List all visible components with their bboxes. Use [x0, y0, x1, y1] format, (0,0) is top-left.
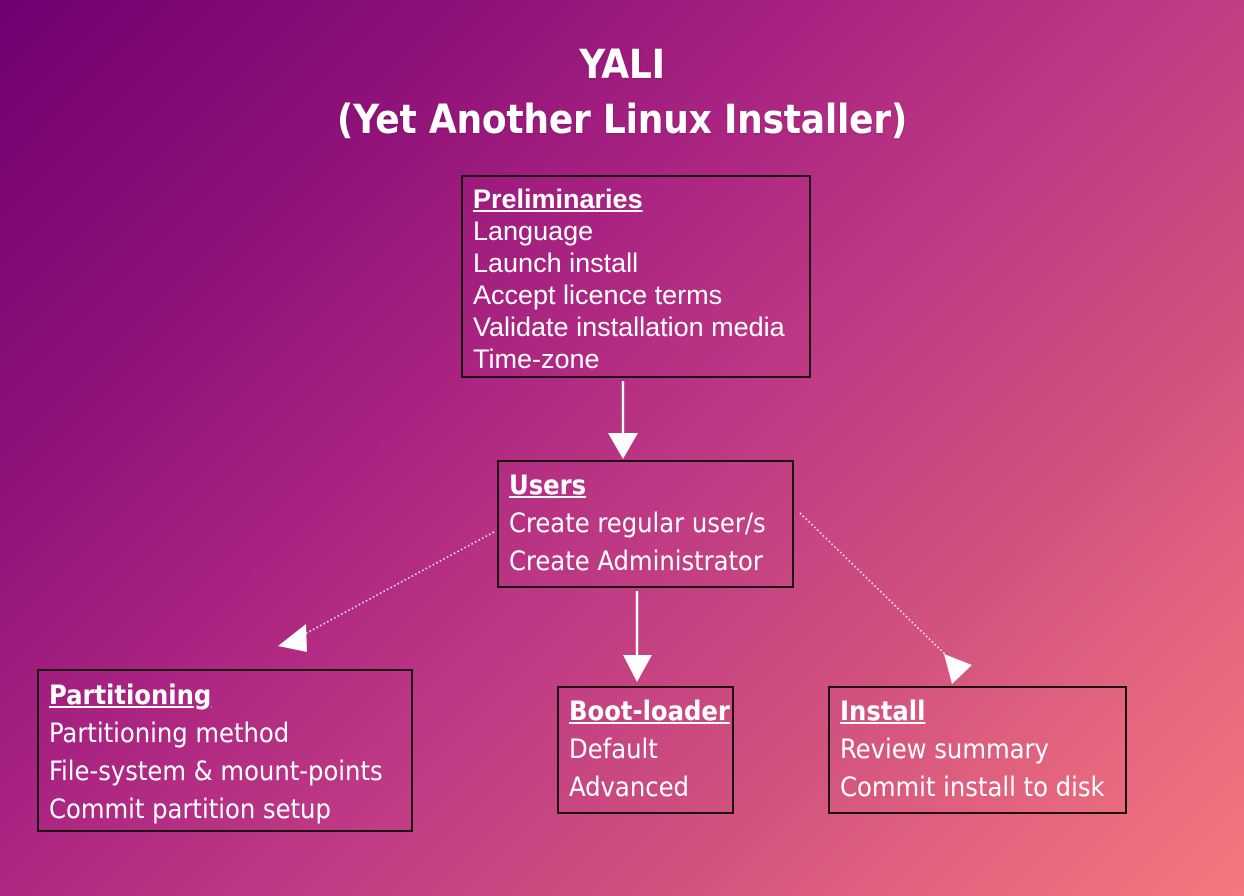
node-bootloader-item-0: Default: [569, 734, 658, 765]
node-preliminaries-item-3: Validate installation media: [473, 312, 785, 342]
node-preliminaries[interactable]: Preliminaries Language Launch install Ac…: [461, 175, 811, 378]
node-install-title: Install: [840, 696, 926, 727]
node-install-item-0: Review summary: [840, 734, 1049, 765]
node-users[interactable]: Users Create regular user/s Create Admin…: [497, 460, 794, 588]
node-partitioning-item-2: Commit partition setup: [49, 794, 331, 825]
title-line-primary: YALI: [579, 42, 665, 88]
node-install-item-1: Commit install to disk: [840, 772, 1105, 803]
edge-users-to-partitioning: [278, 531, 495, 652]
node-preliminaries-item-2: Accept licence terms: [473, 280, 723, 310]
title-line-secondary: (Yet Another Linux Installer): [336, 97, 908, 144]
page-title: YALI (Yet Another Linux Installer): [0, 38, 1244, 148]
node-preliminaries-title: Preliminaries: [473, 184, 643, 214]
node-partitioning-title: Partitioning: [49, 680, 212, 711]
node-users-title: Users: [509, 470, 587, 501]
node-partitioning-item-0: Partitioning method: [49, 718, 290, 749]
node-partitioning-item-1: File-system & mount-points: [49, 756, 383, 787]
edge-preliminaries-to-users: [608, 381, 638, 459]
node-users-item-1: Create Administrator: [509, 546, 763, 577]
node-bootloader-title: Boot-loader: [569, 696, 730, 727]
node-bootloader[interactable]: Boot-loader Default Advanced: [557, 686, 734, 814]
node-users-item-0: Create regular user/s: [509, 508, 766, 539]
node-install[interactable]: Install Review summary Commit install to…: [828, 686, 1127, 814]
edge-users-to-install: [799, 512, 972, 684]
node-preliminaries-item-0: Language: [473, 216, 594, 246]
edge-users-to-bootloader: [623, 591, 652, 682]
node-preliminaries-item-4: Time-zone: [473, 344, 600, 374]
node-preliminaries-item-1: Launch install: [473, 248, 639, 278]
node-bootloader-item-1: Advanced: [569, 772, 689, 803]
node-partitioning[interactable]: Partitioning Partitioning method File-sy…: [37, 669, 413, 832]
